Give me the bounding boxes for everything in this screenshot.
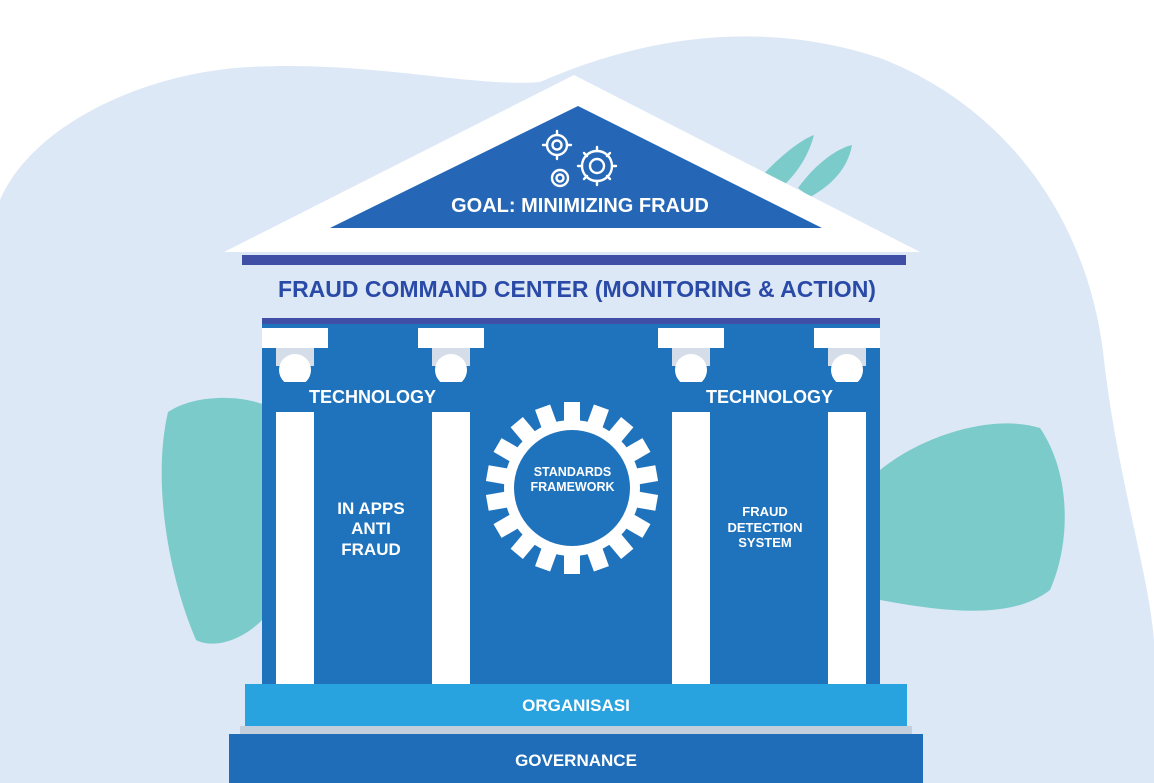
right-pillar-line: DETECTION bbox=[727, 519, 803, 535]
organisasi-band bbox=[245, 684, 907, 726]
tech-right-band bbox=[658, 382, 880, 412]
right-pillar-text: FRAUD DETECTION SYSTEM bbox=[705, 504, 825, 551]
gears-icon bbox=[541, 129, 618, 188]
right-pillar-line: SYSTEM bbox=[738, 535, 792, 551]
left-pillar-header: TECHNOLOGY bbox=[308, 387, 436, 407]
roof-inner bbox=[330, 106, 822, 228]
gear-line: FRAMEWORK bbox=[530, 480, 615, 494]
gear-line: STANDARDS bbox=[533, 465, 612, 479]
goal-label: GOAL: MINIMIZING FRAUD bbox=[451, 195, 709, 217]
left-pillar-line: FRAUD bbox=[341, 539, 401, 559]
left-pillar-line: ANTI bbox=[351, 519, 391, 539]
left-pillar-text: IN APPS ANTI FRAUD bbox=[312, 499, 430, 560]
command-center-label: FRAUD COMMAND CENTER (MONITORING & ACTIO… bbox=[278, 276, 876, 302]
leaf-icon bbox=[161, 135, 1065, 644]
governance-band bbox=[229, 734, 923, 783]
gear-text: STANDARDS FRAMEWORK bbox=[500, 465, 645, 495]
tech-left-band bbox=[262, 382, 484, 412]
gear-tooth bbox=[564, 402, 580, 426]
architrave-bar bbox=[242, 255, 906, 265]
left-pillar-line: IN APPS bbox=[337, 499, 405, 518]
right-pillar-line: FRAUD bbox=[742, 504, 788, 519]
gear-tooth bbox=[564, 550, 580, 574]
gear-icon bbox=[485, 402, 659, 574]
columns bbox=[262, 328, 880, 688]
organisasi-label: ORGANISASI bbox=[522, 696, 630, 715]
right-pillar-header: TECHNOLOGY bbox=[705, 387, 833, 407]
governance-label: GOVERNANCE bbox=[515, 751, 637, 770]
